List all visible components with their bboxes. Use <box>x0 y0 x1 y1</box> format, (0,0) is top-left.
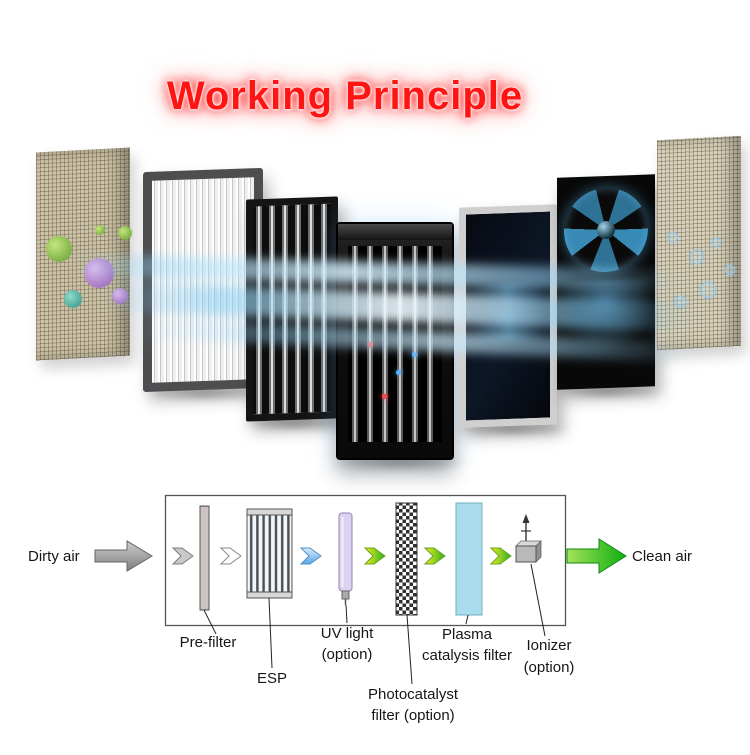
led-indicator-icon <box>412 352 417 357</box>
pre-filter-label: Pre-filter <box>180 634 237 651</box>
microbe-icon <box>118 226 132 240</box>
flow-chevron-icon <box>219 547 242 565</box>
flow-chevron-icon <box>363 547 386 565</box>
microbe-icon <box>95 225 105 235</box>
leader-pre-filter <box>203 609 217 635</box>
ionizer-label-line2: (option) <box>524 659 575 676</box>
leader-esp <box>268 597 273 669</box>
uv-lamp-element <box>338 512 353 592</box>
ion-bubble-icon <box>690 250 704 264</box>
leader-ionizer <box>530 563 546 637</box>
ion-bubble-icon <box>725 265 735 275</box>
uv-lamp-base <box>341 590 350 600</box>
flow-chevron-icon <box>299 547 322 565</box>
flow-chevron-icon <box>489 547 512 565</box>
esp-top-plate <box>246 508 293 516</box>
leader-photocatalyst <box>406 614 413 685</box>
ionizer-label-line1: Ionizer <box>526 637 571 654</box>
esp-label: ESP <box>257 670 287 687</box>
fan-icon <box>564 186 648 274</box>
airflow-schematic: Dirty air Clean air Pre-filter ESP UV li… <box>0 488 750 750</box>
ionizer-needle-tip <box>522 514 530 523</box>
ion-bubble-icon <box>668 232 678 242</box>
flow-chevron-icon <box>171 547 194 565</box>
photocatalyst-label-line2: filter (option) <box>371 707 454 724</box>
uv-light-label: UV light <box>321 625 374 642</box>
clean-air-arrow-icon <box>566 538 627 574</box>
led-indicator-icon <box>382 394 387 399</box>
dirty-air-arrow-icon <box>94 540 153 572</box>
ion-bubble-icon <box>700 282 716 298</box>
leader-plasma <box>465 614 469 625</box>
photocatalyst-label-line1: Photocatalyst <box>368 686 459 703</box>
photocatalyst-element <box>395 502 418 616</box>
ionizer-box <box>515 545 537 563</box>
microbe-icon <box>46 236 72 262</box>
plasma-filter-element <box>455 502 483 616</box>
clean-air-label: Clean air <box>632 548 692 565</box>
microbe-icon <box>64 290 82 308</box>
leader-uv <box>345 604 348 624</box>
plasma-label-line2: catalysis filter <box>422 647 512 664</box>
flow-chevron-icon <box>423 547 446 565</box>
esp-element <box>246 514 293 593</box>
uv-light-option-label: (option) <box>322 646 373 663</box>
dirty-air-label: Dirty air <box>28 548 80 565</box>
ion-bubble-icon <box>712 238 721 247</box>
page-title: Working Principle <box>166 74 524 118</box>
led-indicator-icon <box>396 370 401 375</box>
plasma-label-line1: Plasma <box>442 626 493 643</box>
esp-bottom-plate <box>246 591 293 599</box>
airflow-schematic-svg: Dirty air Clean air Pre-filter ESP UV li… <box>28 494 692 724</box>
pre-filter-element <box>199 505 210 611</box>
